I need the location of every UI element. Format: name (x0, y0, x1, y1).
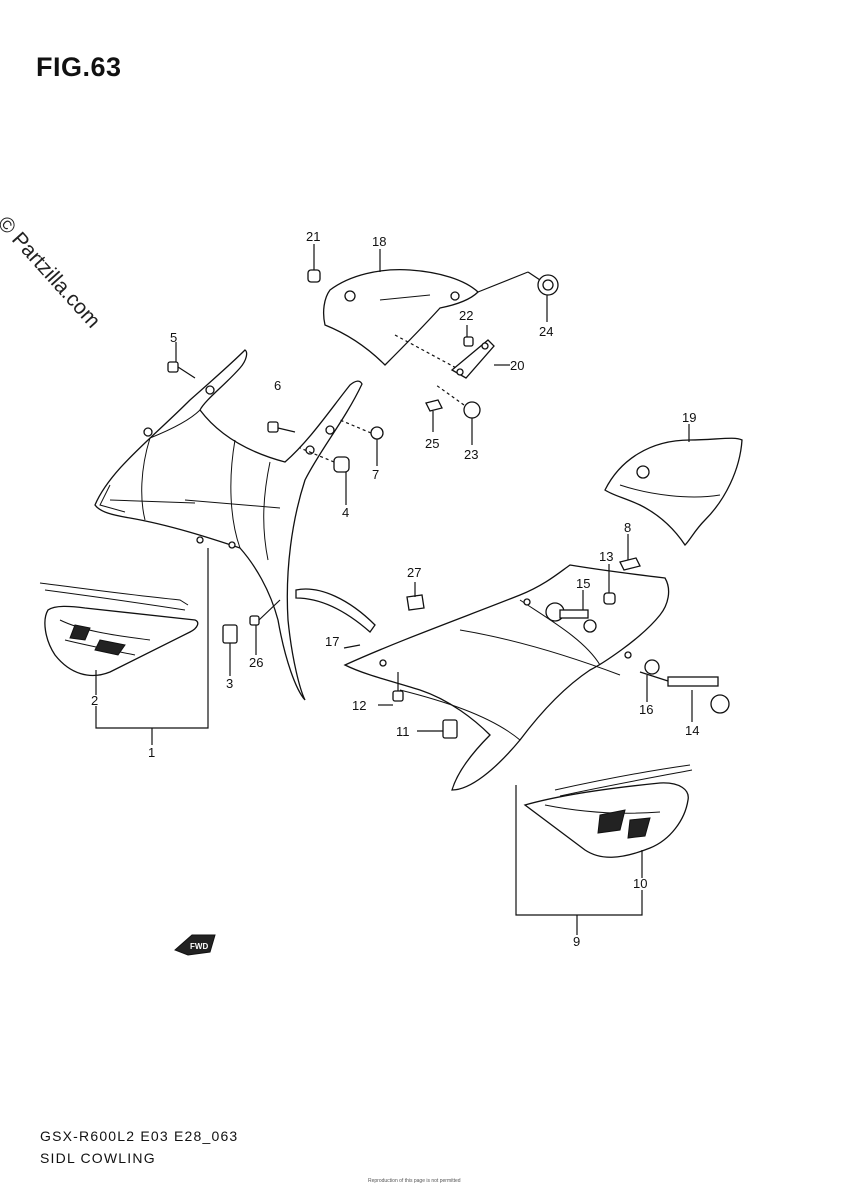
callout-5: 5 (170, 330, 177, 345)
callout-1: 1 (148, 745, 155, 760)
leader-lines (95, 244, 693, 935)
callout-21: 21 (306, 229, 320, 244)
collar-13 (603, 592, 616, 605)
right-side-cowling (343, 564, 670, 791)
callout-24: 24 (539, 324, 553, 339)
inner-cowling-18 (323, 269, 529, 371)
callout-11: 11 (396, 724, 410, 739)
screw-12 (392, 672, 404, 702)
callout-labels: 1 2 3 4 5 6 7 8 9 10 11 12 13 14 15 16 1… (91, 229, 699, 949)
callout-13: 13 (599, 549, 613, 564)
callout-16: 16 (639, 702, 653, 717)
callout-3: 3 (226, 676, 233, 691)
screw-6 (267, 421, 296, 433)
callout-9: 9 (573, 934, 580, 949)
tape-27 (406, 594, 425, 611)
brace-17 (295, 588, 376, 633)
screw-5 (167, 361, 196, 379)
tape-25 (425, 399, 443, 412)
callout-15: 15 (576, 576, 590, 591)
callout-23: 23 (464, 447, 478, 462)
clip-11 (442, 719, 458, 739)
micro-notice: Reproduction of this page is not permitt… (368, 1178, 461, 1184)
fwd-label: FWD (190, 942, 208, 951)
callout-10: 10 (633, 876, 647, 891)
figure-title: FIG.63 (36, 52, 122, 82)
callout-17: 17 (325, 634, 339, 649)
grommet-24 (527, 271, 559, 296)
screw-22 (463, 336, 474, 347)
grommet-23 (435, 384, 481, 419)
clip-8 (619, 557, 641, 571)
callout-4: 4 (342, 505, 349, 520)
callout-12: 12 (352, 698, 366, 713)
callout-27: 27 (407, 565, 421, 580)
clip-3 (222, 624, 238, 644)
callout-25: 25 (425, 436, 439, 451)
trim-19 (604, 437, 743, 547)
callout-7: 7 (372, 467, 379, 482)
callout-6: 6 (274, 378, 281, 393)
callout-8: 8 (624, 520, 631, 535)
grommet-7 (339, 419, 384, 440)
fwd-arrow-icon: FWD (174, 934, 216, 956)
callout-18: 18 (372, 234, 386, 249)
screw-26 (249, 599, 281, 626)
model-code: GSX-R600L2 E03 E28_063 (40, 1128, 239, 1144)
left-side-cowling (94, 349, 363, 701)
washer-16 (644, 659, 660, 675)
callout-14: 14 (685, 723, 699, 738)
decal-10 (523, 764, 693, 858)
screw-21 (307, 269, 321, 283)
bracket-20 (450, 339, 495, 379)
callout-2: 2 (91, 693, 98, 708)
callout-22: 22 (459, 308, 473, 323)
bolt-15 (545, 602, 597, 633)
nut-4 (299, 447, 350, 473)
diagram-caption: SIDL COWLING (40, 1150, 156, 1166)
bolt-14 (639, 671, 730, 714)
callout-26: 26 (249, 655, 263, 670)
callout-20: 20 (510, 358, 524, 373)
decal-2 (39, 582, 199, 677)
callout-19: 19 (682, 410, 696, 425)
